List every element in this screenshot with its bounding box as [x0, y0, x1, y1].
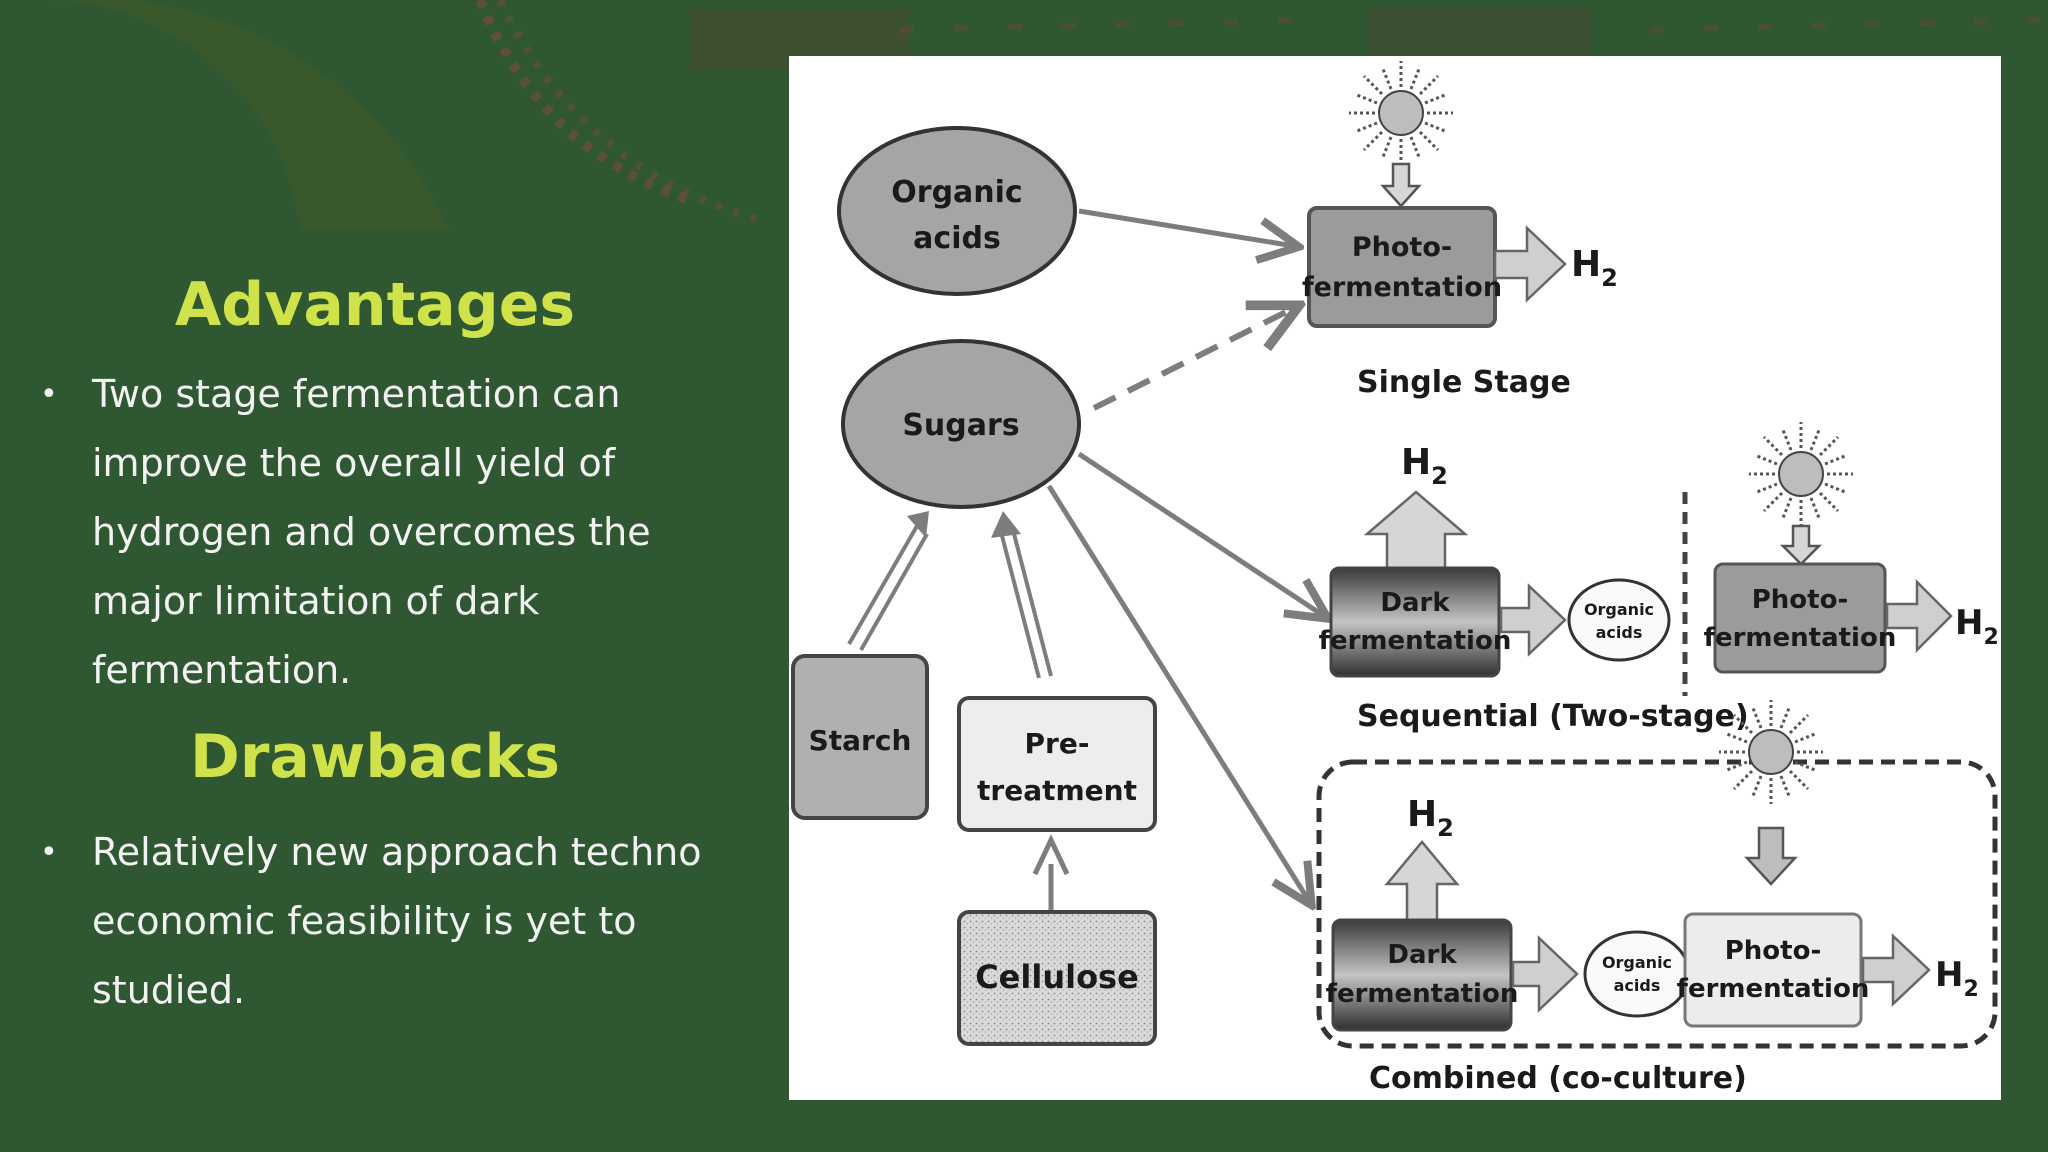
text-column: Advantages Two stage fermentation can im… — [0, 0, 780, 1152]
arrow-cellulose-to-pretreatment — [1032, 834, 1070, 911]
node-photo-fermentation-seq: Photo- fermentation — [1704, 562, 1897, 674]
advantages-bullet: Two stage fermentation can improve the o… — [40, 360, 760, 705]
node-sugars: Sugars — [841, 339, 1081, 509]
svg-text:acids: acids — [913, 221, 1001, 256]
arrow-sugars-to-combined — [1046, 484, 1309, 901]
svg-text:Organic: Organic — [1602, 953, 1672, 972]
svg-text:acids: acids — [1614, 976, 1661, 995]
sun-icon — [1747, 420, 1855, 528]
svg-text:Starch: Starch — [809, 724, 912, 757]
right-arrow-icon — [1493, 225, 1567, 303]
sun-icon — [1347, 59, 1455, 167]
svg-text:fermentation: fermentation — [1302, 272, 1502, 303]
caption-single-stage: Single Stage — [1357, 365, 1571, 400]
svg-text:Photo-: Photo- — [1752, 585, 1849, 615]
up-arrow-icon — [1363, 490, 1469, 570]
advantages-heading: Advantages — [174, 270, 576, 340]
process-diagram: Organic acids Sugars Starch Pre- treatme… — [789, 56, 2001, 1100]
svg-text:Photo-: Photo- — [1352, 232, 1452, 263]
svg-text:Pre-: Pre- — [1025, 727, 1090, 760]
advantages-list: Two stage fermentation can improve the o… — [40, 360, 760, 705]
node-organic-acids-comb: Organic acids — [1583, 930, 1691, 1018]
svg-text:Photo-: Photo- — [1725, 936, 1822, 966]
node-organic-acids: Organic acids — [837, 126, 1077, 296]
down-arrow-icon — [1380, 162, 1422, 208]
arrow-sugars-to-dark-seq — [1077, 451, 1324, 616]
svg-text:fermentation: fermentation — [1677, 974, 1870, 1004]
node-dark-fermentation-seq: Dark fermentation — [1319, 566, 1512, 678]
right-arrow-icon — [1885, 578, 1953, 654]
svg-text:Sugars: Sugars — [902, 408, 1019, 443]
svg-text:Dark: Dark — [1387, 940, 1457, 970]
svg-text:Organic: Organic — [891, 175, 1022, 210]
caption-sequential: Sequential (Two-stage) — [1357, 699, 1749, 734]
drawbacks-list: Relatively new approach techno economic … — [40, 818, 760, 1025]
up-arrow-icon — [1384, 840, 1460, 922]
h2-label: H2 — [1935, 955, 1979, 1002]
right-arrow-icon — [1511, 935, 1579, 1013]
svg-text:fermentation: fermentation — [1319, 626, 1512, 656]
node-photo-fermentation-comb: Photo- fermentation — [1677, 912, 1870, 1028]
h2-label: H2 — [1401, 442, 1448, 490]
right-arrow-icon — [1499, 583, 1567, 657]
node-photo-fermentation-single: Photo- fermentation — [1302, 206, 1502, 328]
svg-text:Dark: Dark — [1380, 588, 1450, 618]
drawbacks-heading: Drawbacks — [190, 722, 560, 792]
h2-label: H2 — [1571, 244, 1618, 292]
arrow-organic-to-photo — [1078, 208, 1294, 246]
arrow-starch-to-sugars — [847, 511, 929, 651]
svg-text:fermentation: fermentation — [1326, 979, 1519, 1009]
node-cellulose: Cellulose — [957, 910, 1157, 1046]
combined-boundary — [1316, 759, 1998, 1049]
node-dark-fermentation-comb: Dark fermentation — [1326, 918, 1519, 1032]
svg-text:fermentation: fermentation — [1704, 623, 1897, 653]
arrow-pretreatment-to-sugars — [991, 511, 1053, 679]
svg-text:treatment: treatment — [977, 774, 1137, 807]
down-arrow-icon — [1779, 524, 1823, 566]
node-pretreatment: Pre- treatment — [957, 696, 1157, 832]
node-organic-acids-seq: Organic acids — [1567, 578, 1671, 662]
svg-text:Cellulose: Cellulose — [975, 958, 1139, 996]
node-starch: Starch — [791, 654, 929, 820]
svg-text:acids: acids — [1596, 623, 1643, 642]
h2-label: H2 — [1407, 794, 1454, 842]
down-arrow-icon — [1744, 826, 1798, 886]
caption-combined: Combined (co-culture) — [1369, 1061, 1747, 1096]
drawbacks-bullet: Relatively new approach techno economic … — [40, 818, 760, 1025]
arrow-sugars-to-photo-dashed — [1092, 308, 1294, 411]
h2-label: H2 — [1955, 603, 1999, 650]
right-arrow-icon — [1861, 933, 1931, 1007]
svg-text:Organic: Organic — [1584, 600, 1654, 619]
sun-icon — [1717, 698, 1825, 806]
